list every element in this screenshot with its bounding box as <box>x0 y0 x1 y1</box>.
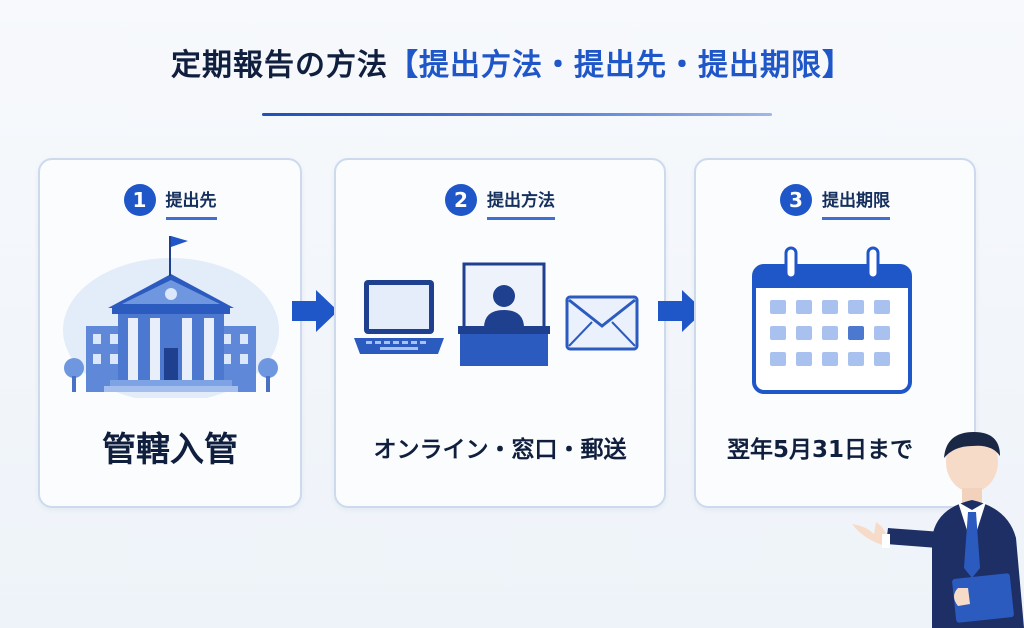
laptop-icon <box>354 280 444 354</box>
businessman-illustration <box>852 432 1024 628</box>
step-card-destination: 1 提出先 管轄入管 <box>38 158 302 508</box>
arrow-right-icon <box>658 290 704 332</box>
step-header: 2 提出方法 <box>336 180 664 220</box>
page-title: 定期報告の方法【提出方法・提出先・提出期限】 <box>0 40 1024 84</box>
arrow-right-icon <box>292 290 338 332</box>
calendar-icon <box>752 246 912 394</box>
title-underline <box>262 113 772 116</box>
step-label: 提出期限 <box>822 186 890 220</box>
step-label: 提出先 <box>165 186 217 220</box>
envelope-icon <box>565 295 639 351</box>
step-text: 翌年5月31日まで <box>726 437 913 463</box>
step-header: 1 提出先 <box>40 180 300 220</box>
government-building-icon <box>63 236 279 398</box>
title-sub: 【提出方法・提出先・提出期限】 <box>388 48 853 83</box>
step-text: オンライン・窓口・郵送 <box>373 437 627 463</box>
step-card-deadline: 3 提出期限 翌年5月31日まで <box>694 158 976 508</box>
step-label: 提出方法 <box>487 186 555 220</box>
title-main: 定期報告の方法 <box>171 48 388 83</box>
step-number-badge: 2 <box>445 184 477 216</box>
step-card-method: 2 提出方法 オンライン・窓口・郵送 <box>334 158 666 508</box>
step-text: 管轄入管 <box>102 430 238 470</box>
service-counter-icon <box>458 262 550 366</box>
step-header: 3 提出期限 <box>696 180 974 220</box>
step-number-badge: 1 <box>123 184 156 216</box>
step-number-badge: 3 <box>780 184 812 216</box>
